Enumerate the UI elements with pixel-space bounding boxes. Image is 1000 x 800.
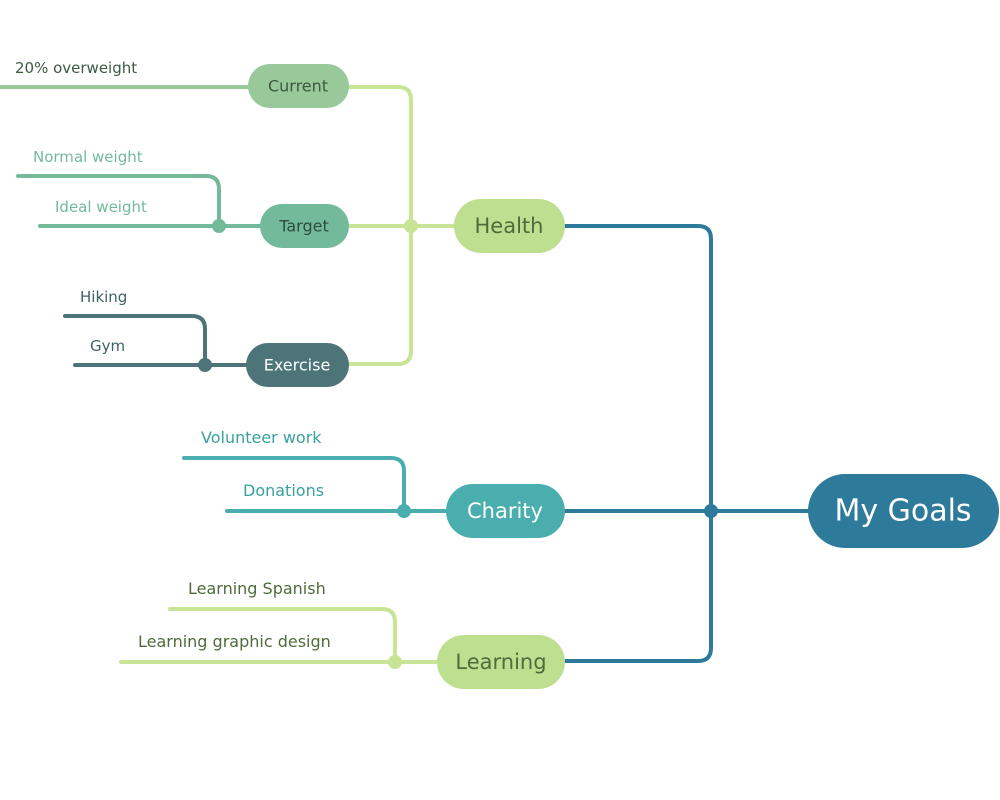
donations-label: Donations — [243, 481, 324, 500]
root-junction-dot — [704, 504, 718, 518]
normal-weight-label: Normal weight — [33, 148, 143, 166]
target-connectors — [16, 174, 264, 233]
charity-node[interactable]: Charity — [446, 484, 565, 538]
learning-node[interactable]: Learning — [437, 635, 565, 689]
root-to-learning-line — [562, 509, 713, 663]
health-node[interactable]: Health — [454, 199, 565, 253]
graphic-design-label: Learning graphic design — [138, 632, 331, 651]
hiking-line — [63, 314, 207, 366]
learning-junction-dot — [388, 655, 402, 669]
exercise-junction-dot — [198, 358, 212, 372]
spanish-line — [168, 607, 397, 664]
target-junction-dot — [212, 219, 226, 233]
current-label: Current — [268, 77, 328, 96]
root-label: My Goals — [834, 494, 971, 529]
normal-weight-line — [16, 174, 221, 228]
exercise-connectors — [63, 314, 250, 372]
exercise-label: Exercise — [264, 356, 331, 375]
overweight-label: 20% overweight — [15, 59, 137, 77]
charity-label: Charity — [467, 499, 543, 523]
volunteer-label: Volunteer work — [201, 428, 322, 447]
target-node[interactable]: Target — [260, 204, 349, 248]
health-label: Health — [475, 214, 544, 238]
charity-connectors — [182, 456, 450, 518]
root-node[interactable]: My Goals — [808, 474, 999, 548]
health-junction-dot — [404, 219, 418, 233]
health-to-current-line — [346, 85, 413, 228]
root-connectors — [562, 224, 810, 663]
volunteer-line — [182, 456, 406, 513]
current-node[interactable]: Current — [248, 64, 349, 108]
health-connectors — [346, 85, 457, 366]
exercise-node[interactable]: Exercise — [246, 343, 349, 387]
target-label: Target — [278, 217, 329, 236]
learning-label: Learning — [455, 650, 546, 674]
learning-connectors — [119, 607, 440, 669]
spanish-label: Learning Spanish — [188, 579, 326, 598]
charity-junction-dot — [397, 504, 411, 518]
root-to-health-line — [562, 224, 713, 513]
ideal-weight-label: Ideal weight — [55, 198, 147, 216]
hiking-label: Hiking — [80, 288, 127, 306]
health-to-exercise-line — [346, 224, 413, 366]
gym-label: Gym — [90, 337, 125, 355]
